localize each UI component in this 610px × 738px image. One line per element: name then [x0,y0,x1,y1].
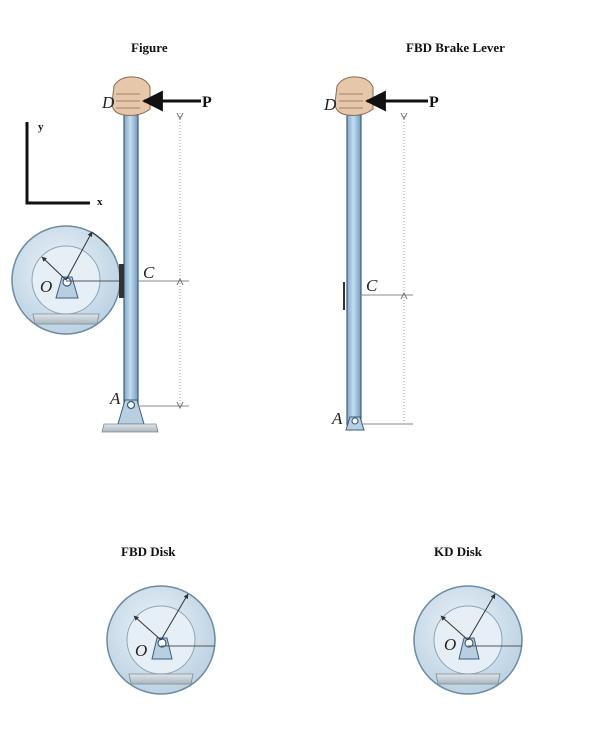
figure-point-d-label: D [101,93,115,112]
figure-disk: O [11,225,126,335]
fbd-disk-title: FBD Disk [121,544,176,559]
kd-disk: O [413,585,523,695]
kd-disk-point-o-label: O [444,635,456,654]
fbd-lever-title: FBD Brake Lever [406,40,505,55]
figure-point-o-label: O [40,277,52,296]
fbd-disk-point-o-label: O [135,641,147,660]
fbd-hand [334,76,374,116]
fbd-point-c-label: C [366,276,378,295]
kd-disk-title: KD Disk [434,544,483,559]
fbd-force-label: P [429,94,439,111]
figure-point-a-label: A [109,389,121,408]
figure-force-label: P [202,94,212,111]
fbd-point-a-label: A [331,409,343,428]
figure-ground-base [101,423,159,433]
figure-lever: P D C A [101,76,212,433]
figure-hand [111,76,151,116]
fbd-lever: P D C A [323,76,439,431]
y-axis-label: y [38,121,44,133]
figure-title: Figure [131,40,168,55]
fbd-point-d-label: D [323,95,337,114]
figure-point-c-label: C [143,263,155,282]
figure-brake-pad [119,264,124,298]
fbd-disk: O [106,585,216,695]
coordinate-axes: y x [25,121,103,208]
x-axis-label: x [97,196,103,208]
